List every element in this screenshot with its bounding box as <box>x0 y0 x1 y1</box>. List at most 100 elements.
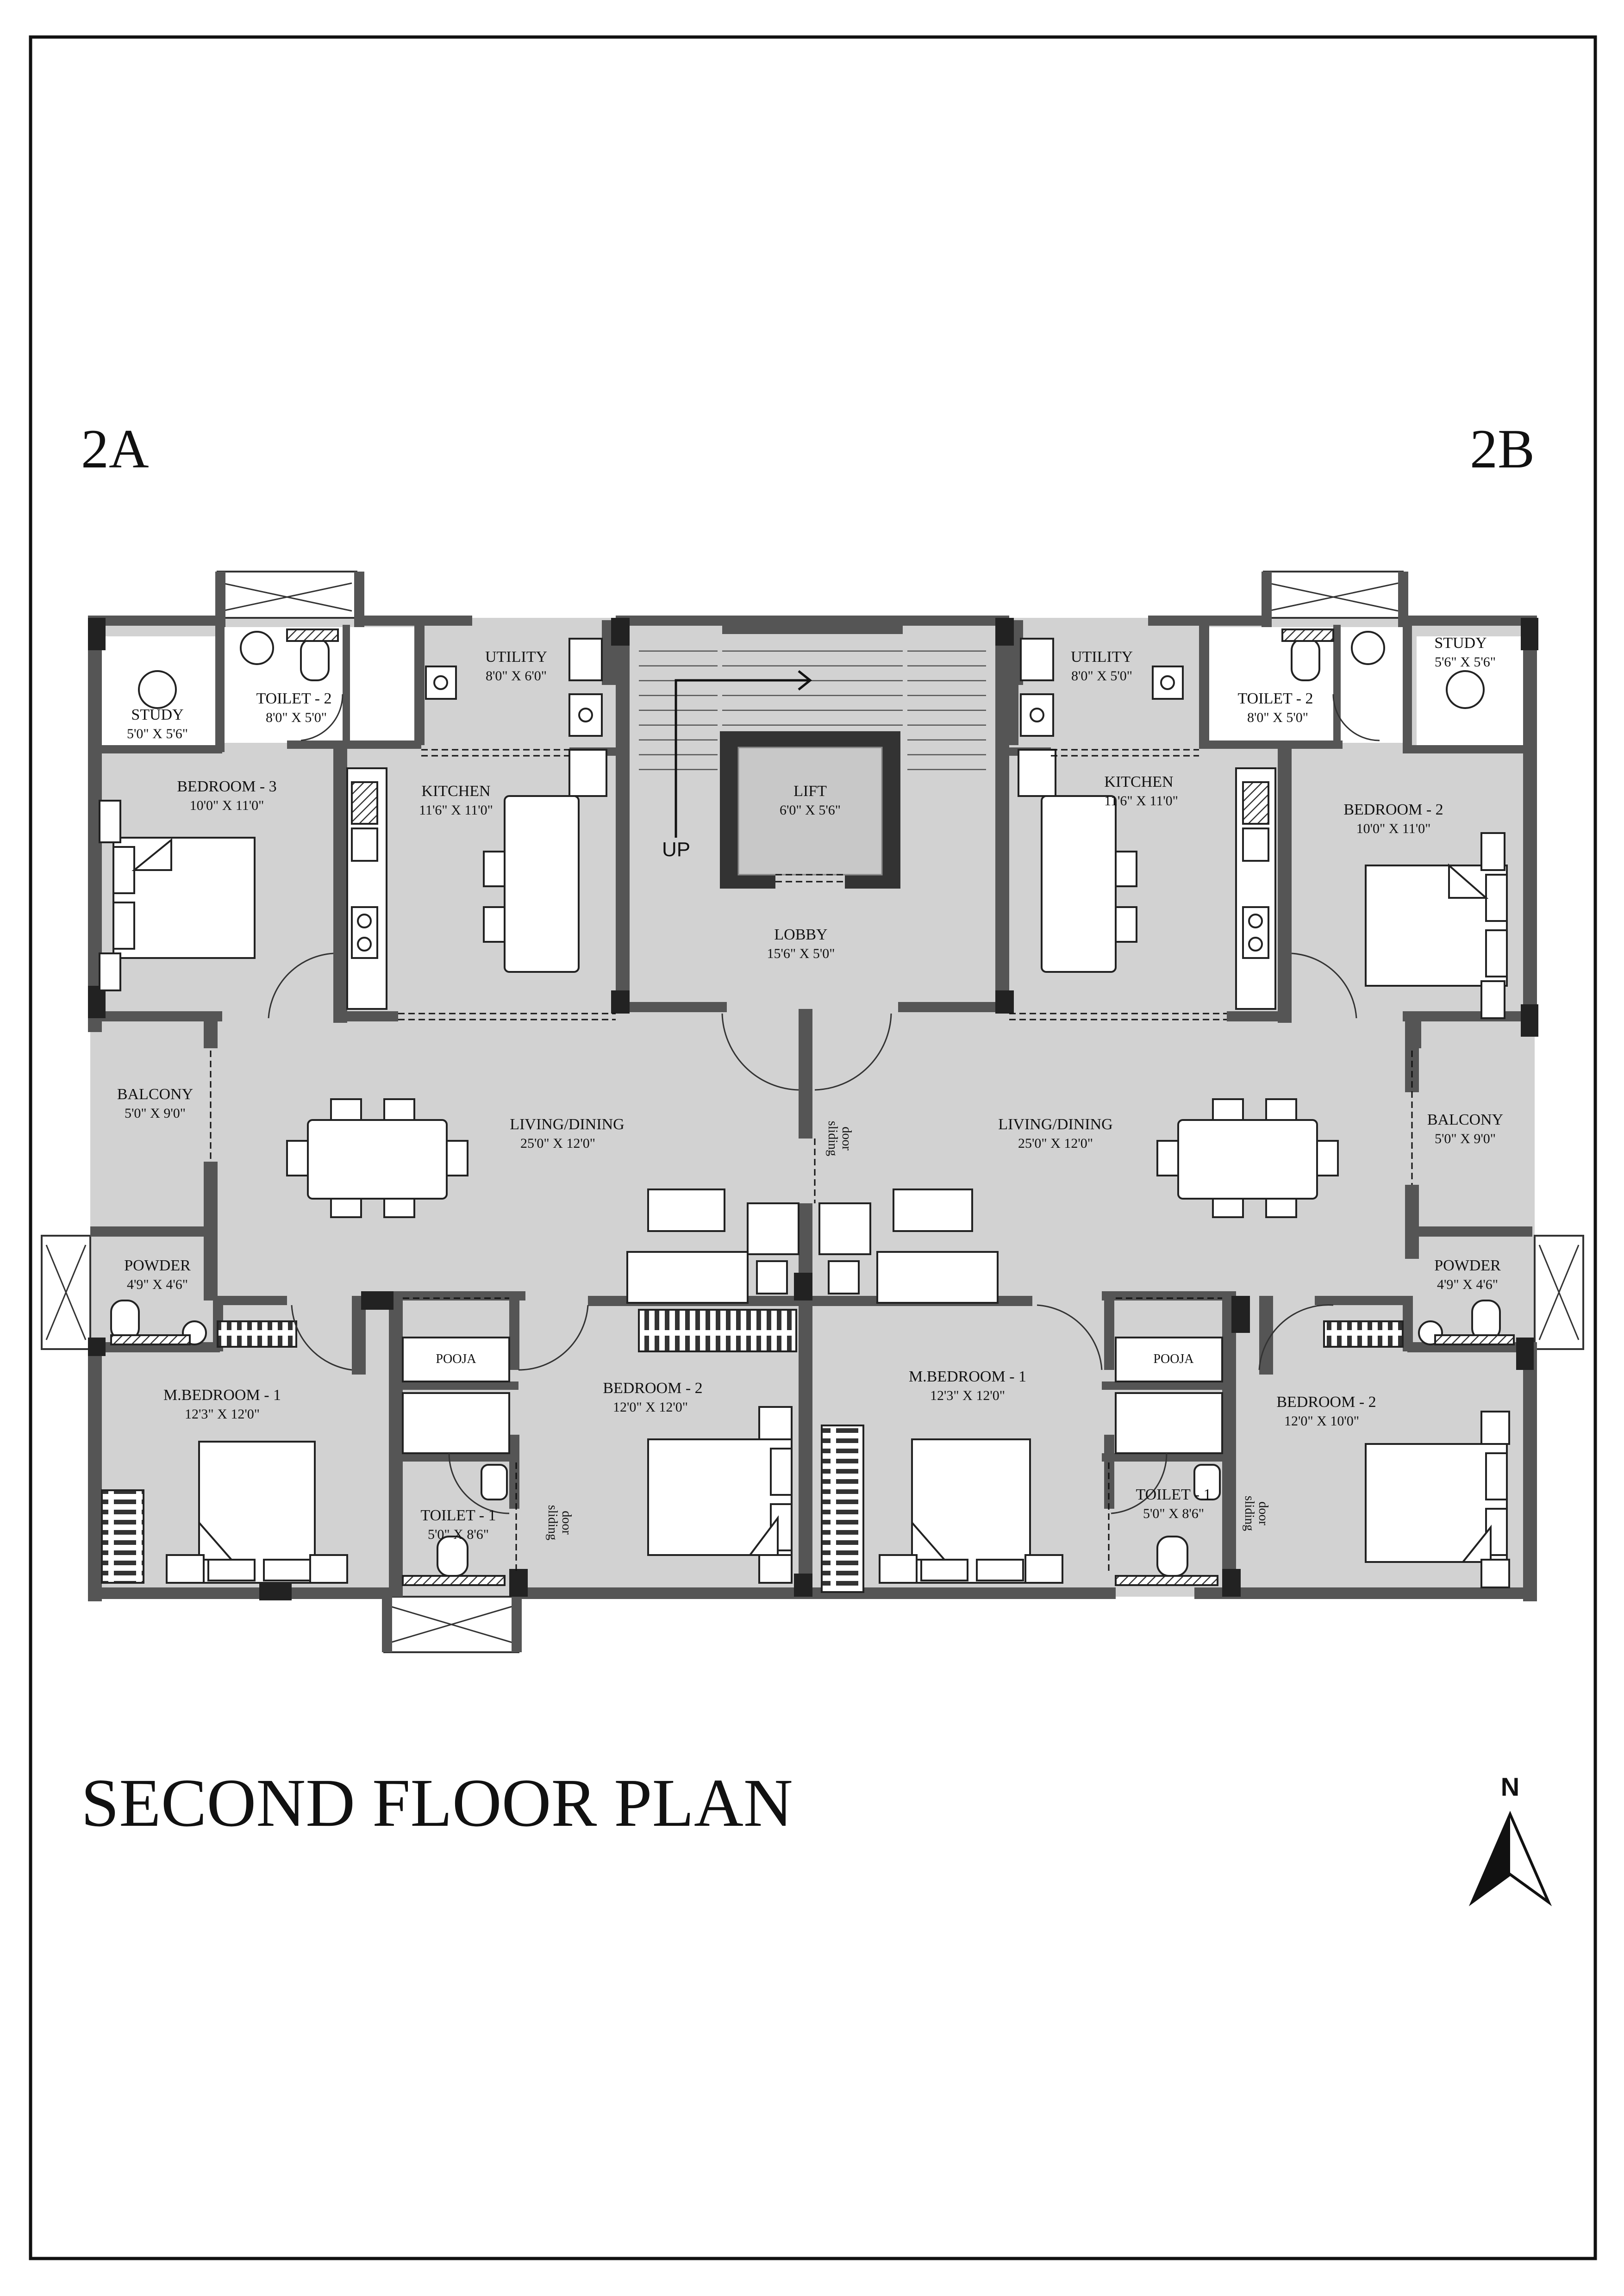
bedroom2-2a-name: BEDROOM - 2 <box>603 1380 702 1397</box>
wall <box>333 1011 398 1021</box>
pillow <box>1485 1452 1508 1500</box>
bedroom3-2a-dim: 10'0" X 11'0" <box>190 798 264 813</box>
powder-2a-name: POWDER <box>124 1257 191 1274</box>
north-arrow: N <box>1468 1772 1552 1906</box>
column <box>88 1338 106 1356</box>
wall <box>509 1296 519 1370</box>
washbasin-icon <box>1193 1464 1221 1500</box>
lift-name: LIFT <box>793 783 827 800</box>
unit-2a-label: 2A <box>81 418 149 479</box>
wall <box>1407 1226 1532 1237</box>
study-2a-dim: 5'0" X 5'6" <box>127 726 188 741</box>
wall <box>215 620 225 752</box>
toilet1-2b-name: TOILET - 1 <box>1136 1486 1211 1503</box>
column <box>995 618 1014 646</box>
living-2b-name: LIVING/DINING <box>998 1116 1112 1133</box>
armchair <box>747 1202 800 1255</box>
wall <box>995 620 1009 1014</box>
wall <box>1148 616 1264 626</box>
study-2b-name: STUDY <box>1434 635 1487 652</box>
mbedroom-2b-dim: 12'3" X 12'0" <box>930 1388 1005 1403</box>
wall <box>509 1435 519 1509</box>
side-table <box>879 1554 918 1584</box>
wall <box>1403 620 1412 752</box>
wall <box>1403 1296 1413 1351</box>
column <box>361 1291 394 1310</box>
wall <box>213 1296 287 1305</box>
chair <box>446 1140 468 1176</box>
side-table <box>758 1406 793 1440</box>
powder-2b-name: POWDER <box>1434 1257 1501 1274</box>
kitchen-sink-icon <box>351 828 378 862</box>
balcony-2a-name: BALCONY <box>117 1086 193 1103</box>
column <box>794 1273 812 1300</box>
washbasin-icon <box>1351 631 1385 665</box>
powder-2b-dim: 4'9" X 4'6" <box>1437 1277 1498 1292</box>
tv-unit <box>893 1188 973 1232</box>
sliding-center-label: sliding <box>825 1121 840 1156</box>
wall <box>512 1587 522 1652</box>
wall <box>616 616 722 626</box>
column <box>995 990 1014 1014</box>
balcony-2b-name: BALCONY <box>1427 1111 1503 1128</box>
furniture <box>99 628 1515 1593</box>
wall <box>1102 1381 1231 1390</box>
wardrobe <box>821 1425 864 1593</box>
wall <box>389 1381 518 1390</box>
wardrobe <box>217 1320 297 1348</box>
chair <box>1115 851 1137 887</box>
vanity <box>1115 1392 1223 1454</box>
lift-wall-top <box>720 731 900 747</box>
lobby-name: LOBBY <box>774 926 827 943</box>
living-2a-name: LIVING/DINING <box>510 1116 624 1133</box>
pillow <box>1485 874 1508 922</box>
unit-2b-label: 2B <box>1470 418 1535 479</box>
wall <box>204 1162 218 1236</box>
bed <box>647 1438 793 1556</box>
sink-drain <box>578 708 593 722</box>
chair <box>1156 1140 1179 1176</box>
bed-fold <box>1461 1524 1492 1563</box>
side-table <box>99 952 121 991</box>
bedroom2-2a-dim: 12'0" X 12'0" <box>613 1400 688 1415</box>
sheet-border <box>29 35 1597 2260</box>
chair <box>1212 1098 1244 1121</box>
armchair <box>818 1202 871 1255</box>
sliding-2a-label: sliding <box>545 1505 560 1540</box>
wall <box>88 1342 102 1601</box>
wall <box>893 1587 1116 1599</box>
balcony-crosses <box>45 582 1580 1644</box>
bed-fold <box>198 1520 234 1561</box>
wall <box>1199 740 1343 749</box>
washbasin-icon <box>138 670 177 709</box>
kitchen-2a-name: KITCHEN <box>421 783 490 800</box>
wall <box>1333 625 1341 740</box>
pillow <box>112 846 135 894</box>
chair <box>383 1198 415 1218</box>
wc-icon <box>1291 638 1320 681</box>
column <box>509 1569 528 1597</box>
wall <box>90 1226 215 1237</box>
mbedroom-2b-name: M.BEDROOM - 1 <box>909 1368 1026 1385</box>
hatch-strip <box>1434 1334 1515 1345</box>
wardrobe <box>101 1489 144 1584</box>
wall <box>616 1002 727 1012</box>
toilet2-2a-dim: 8'0" X 5'0" <box>266 710 327 725</box>
wall <box>799 1203 812 1597</box>
wall <box>382 1587 392 1652</box>
side-table <box>1480 832 1505 871</box>
wall <box>1278 745 1292 1023</box>
living-2b-dim: 25'0" X 12'0" <box>1018 1136 1093 1151</box>
hatch-strip <box>1281 628 1334 642</box>
utility-2b-name: UTILITY <box>1071 648 1133 666</box>
burner <box>1248 937 1263 952</box>
bed <box>112 837 256 959</box>
wall <box>1199 625 1209 745</box>
sink-drain <box>1030 708 1044 722</box>
wall <box>1262 572 1272 627</box>
counter <box>568 749 607 797</box>
island-table <box>1041 795 1117 973</box>
column <box>611 990 630 1014</box>
study-2a-name: STUDY <box>131 706 183 723</box>
